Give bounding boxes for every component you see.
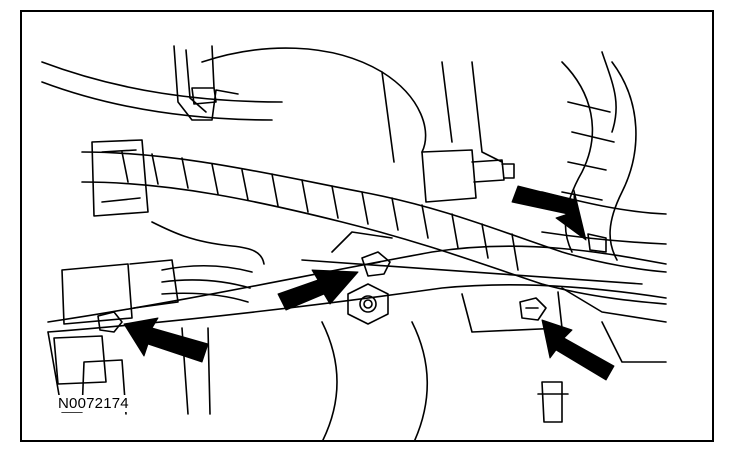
engine-housing — [41, 47, 617, 163]
fuel-rail — [47, 231, 667, 333]
arrow-icon — [277, 269, 359, 311]
sensor-body — [421, 149, 515, 203]
figure-reference-code: N0072174 — [56, 395, 131, 412]
harness-clip-top — [173, 45, 239, 121]
bolt-center — [347, 283, 389, 325]
mounting-bracket — [47, 291, 667, 440]
arrow-icon — [541, 319, 615, 381]
nut-right-upper — [587, 233, 607, 253]
arrow-icon — [123, 317, 209, 363]
technical-illustration — [41, 45, 667, 440]
diagram-frame: N0072174 — [20, 10, 714, 442]
arrow-icon — [511, 185, 587, 241]
nut-center — [361, 251, 391, 277]
nut-left-lower — [97, 311, 123, 333]
wiring-harness — [81, 61, 667, 305]
nut-right-lower — [519, 297, 547, 321]
